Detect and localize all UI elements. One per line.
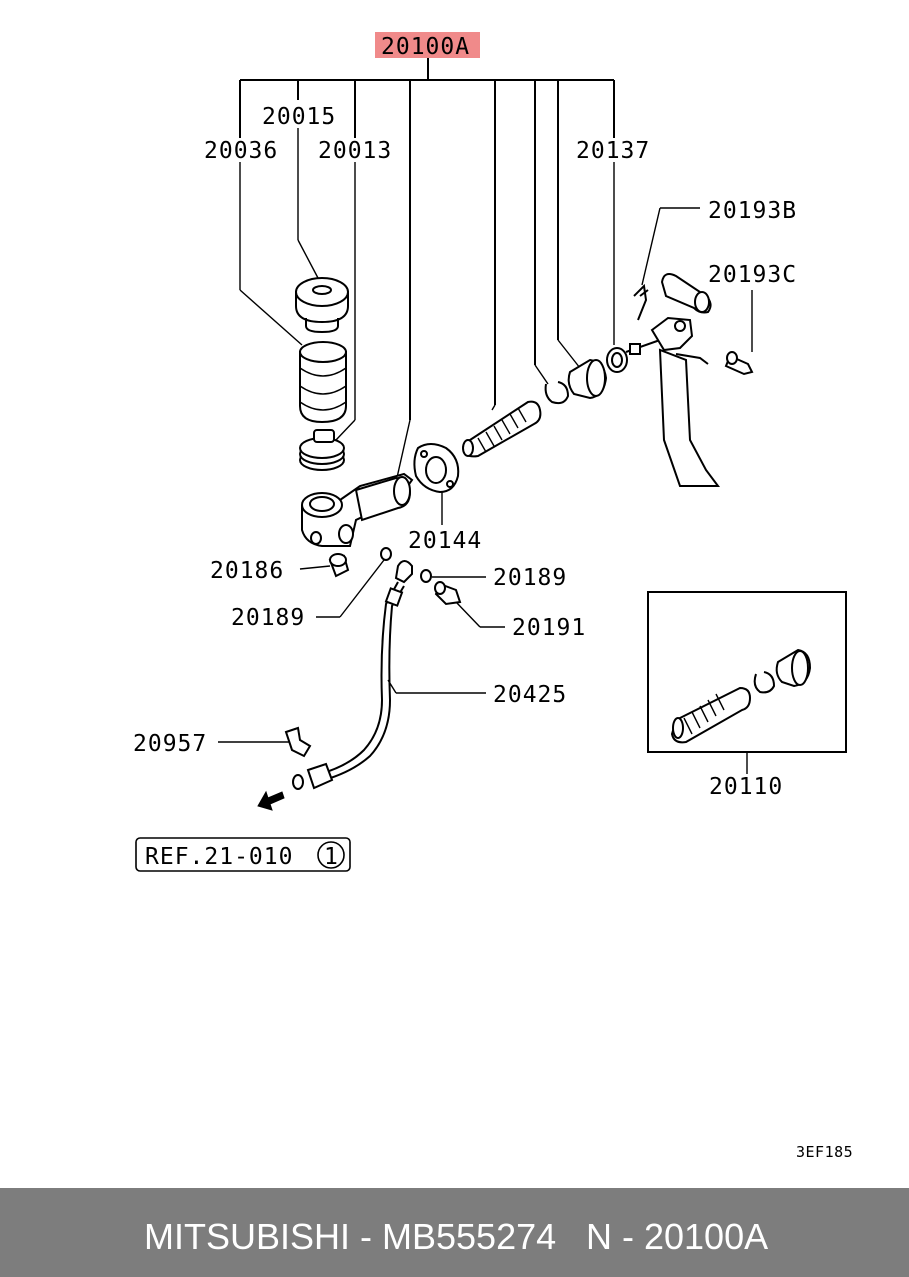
clevis-pin — [724, 351, 754, 376]
washer-right — [420, 569, 432, 583]
hose-clip — [284, 726, 312, 758]
ref-arrow-icon — [257, 790, 285, 811]
repair-kit-inset — [647, 591, 847, 753]
reference-circle-number: 1 — [324, 844, 339, 870]
label-20425[interactable]: 20425 — [493, 682, 567, 708]
footer-brand-part: MITSUBISHI - MB555274 — [144, 1216, 557, 1257]
clutch-hose — [292, 560, 413, 790]
hose-clamp — [299, 429, 345, 471]
label-20137[interactable]: 20137 — [576, 138, 650, 164]
footer-part-number: N - 20100A — [586, 1216, 769, 1257]
reference-box[interactable]: REF.21-010 1 — [135, 837, 351, 872]
label-20110[interactable]: 20110 — [709, 774, 783, 800]
label-20193b[interactable]: 20193B — [708, 198, 797, 224]
washer-left — [380, 547, 392, 561]
union-bolt — [434, 581, 462, 606]
label-20015[interactable]: 20015 — [262, 104, 336, 130]
label-20186[interactable]: 20186 — [210, 558, 284, 584]
snap-ring — [544, 381, 570, 405]
main-bracket — [239, 58, 615, 420]
parts-diagram: 20100A 20015 20036 20013 20137 20193B 20… — [133, 32, 853, 1161]
reference-text: REF.21-010 — [145, 844, 293, 870]
diagram-code: 3EF185 — [796, 1143, 853, 1161]
reservoir-cap — [295, 277, 349, 334]
label-20191[interactable]: 20191 — [512, 615, 586, 641]
push-rod-piston — [462, 400, 542, 458]
master-cylinder — [301, 472, 414, 547]
main-part-highlight — [375, 32, 480, 58]
footer-bar: MITSUBISHI - MB555274 N - 20100A — [0, 1188, 909, 1277]
label-20189-right[interactable]: 20189 — [493, 565, 567, 591]
label-20144[interactable]: 20144 — [408, 528, 482, 554]
label-20193c[interactable]: 20193C — [708, 262, 797, 288]
clutch-pedal — [650, 273, 720, 487]
boot-ring — [567, 358, 608, 400]
label-20189-left[interactable]: 20189 — [231, 605, 305, 631]
reservoir-body — [299, 341, 347, 424]
bleeder-bolt — [328, 553, 350, 578]
leader-lines — [218, 128, 753, 774]
label-20957[interactable]: 20957 — [133, 731, 207, 757]
label-20100a[interactable]: 20100A — [381, 34, 470, 60]
cotter-pin — [633, 283, 649, 321]
push-rod — [606, 339, 661, 373]
label-20036[interactable]: 20036 — [204, 138, 278, 164]
gasket — [413, 443, 460, 494]
label-20013[interactable]: 20013 — [318, 138, 392, 164]
